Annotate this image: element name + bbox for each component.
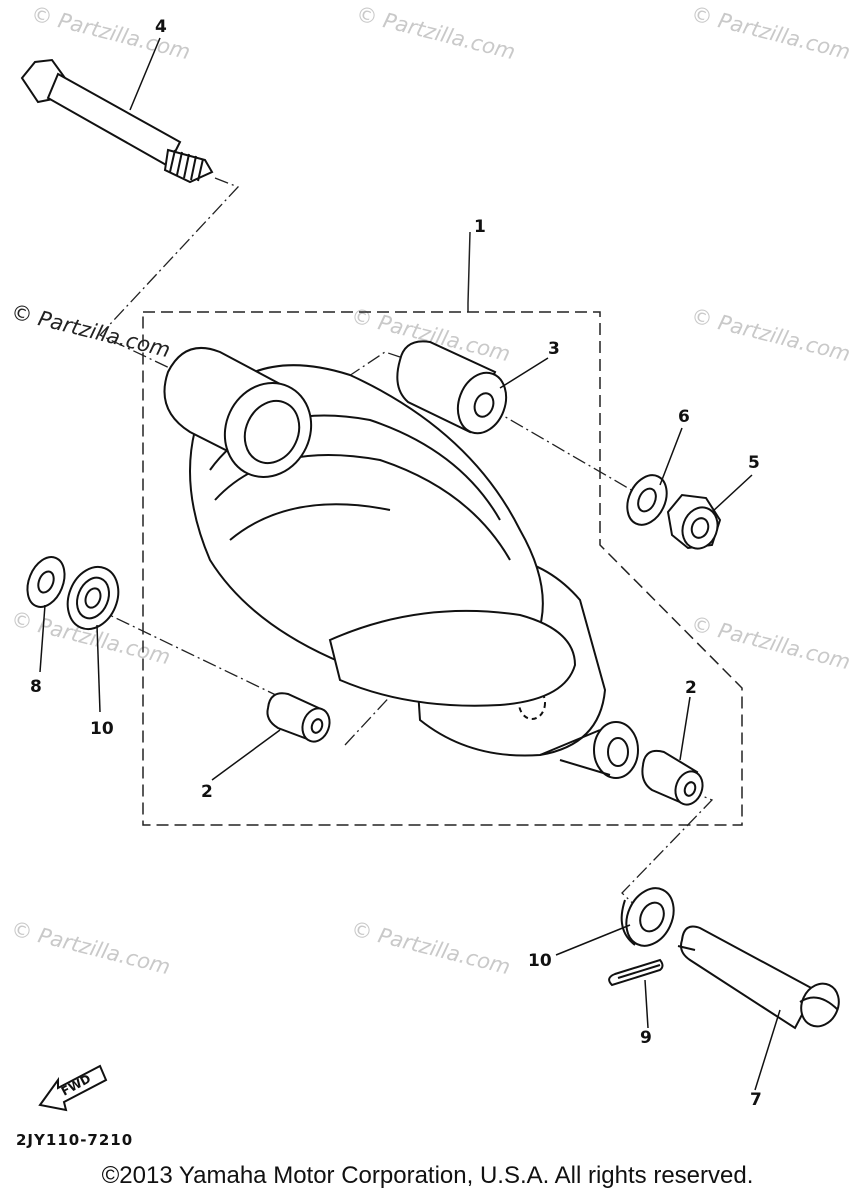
callout-5: 5 (748, 453, 760, 473)
shock-absorber-part (164, 348, 638, 778)
watermark: © Partzilla.com (29, 2, 193, 65)
watermark: © Partzilla.com (689, 612, 853, 675)
callouts: 4 1 3 6 5 8 10 2 2 10 9 7 (30, 17, 762, 1110)
oil-seal-part-lower (617, 881, 682, 954)
callout-2-left: 2 (201, 782, 213, 802)
callout-4: 4 (155, 17, 167, 37)
callout-3: 3 (548, 339, 560, 359)
assembly-boundary (143, 312, 742, 825)
fwd-arrow-icon: FWD (40, 1066, 106, 1110)
pin-part (678, 927, 846, 1033)
cotter-pin-part (609, 960, 662, 985)
watermark: © Partzilla.com (689, 304, 853, 367)
watermark: © Partzilla.com (9, 917, 173, 980)
callout-10-lower: 10 (528, 951, 552, 971)
callout-2-right: 2 (685, 678, 697, 698)
bushing-part (397, 341, 514, 440)
watermark: © Partzilla.com (689, 2, 853, 65)
callout-1: 1 (474, 217, 486, 237)
collar-part-left (267, 693, 334, 745)
callout-10-upper: 10 (90, 719, 114, 739)
callout-9: 9 (640, 1028, 652, 1048)
nut-part (668, 495, 723, 554)
bolt-part (22, 60, 212, 182)
callout-7: 7 (750, 1090, 762, 1110)
watermark: © Partzilla.com (9, 300, 173, 363)
collar-part-right (642, 751, 707, 809)
watermark: © Partzilla.com (354, 2, 518, 65)
diagram-code: 2JY110-7210 (16, 1131, 134, 1149)
watermark: © Partzilla.com (349, 917, 513, 980)
boundary-callout-line (467, 231, 471, 312)
callout-6: 6 (678, 407, 690, 427)
callout-leaders (40, 38, 780, 1090)
callout-8: 8 (30, 677, 42, 697)
washer-part-8 (20, 552, 71, 613)
copyright-notice: ©2013 Yamaha Motor Corporation, U.S.A. A… (101, 1162, 754, 1189)
washer-part-6 (620, 469, 675, 531)
oil-seal-part-upper (59, 559, 127, 636)
